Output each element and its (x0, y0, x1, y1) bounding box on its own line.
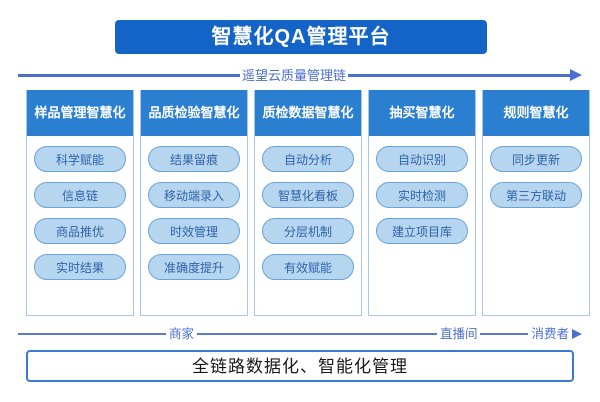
capability-pill[interactable]: 分层机制 (262, 218, 354, 244)
column-body-inspection-data: 自动分析 智慧化看板 分层机制 有效赋能 (255, 136, 361, 315)
chain-arrow-head-icon (570, 69, 583, 81)
column-header-line1: 品质检验 (148, 104, 201, 120)
capability-pill[interactable]: 信息链 (34, 182, 126, 208)
column-header-sample-purchase: 抽买智慧化 (369, 90, 475, 136)
actor-label-merchant: 商家 (169, 326, 195, 341)
actor-flow-arrow: 商家 直播间 消费者 (18, 324, 582, 344)
capability-pill[interactable]: 商品推优 (34, 218, 126, 244)
capability-pill[interactable]: 同步更新 (490, 146, 582, 172)
capability-column-inspection-data: 质检数据 智慧化 自动分析 智慧化看板 分层机制 有效赋能 (254, 90, 362, 316)
capability-column-sample-purchase: 抽买智慧化 自动识别 实时检测 建立项目库 (368, 90, 476, 316)
actor-label-livestream-room: 直播间 (439, 326, 478, 341)
column-header-line1: 质检数据 (262, 104, 315, 120)
column-body-sample-management: 科学赋能 信息链 商品推优 实时结果 (27, 136, 133, 315)
page-title: 智慧化QA管理平台 (211, 26, 391, 48)
column-body-rules: 同步更新 第三方联动 (483, 136, 589, 315)
capability-pill[interactable]: 科学赋能 (34, 146, 126, 172)
actor-arrow-line-3 (480, 333, 529, 335)
actor-arrow-line-2 (197, 333, 437, 335)
capability-columns: 样品管理 智慧化 科学赋能 信息链 商品推优 实时结果 品质检验 智慧化 结果留… (26, 90, 590, 316)
capability-column-quality-inspection: 品质检验 智慧化 结果留痕 移动端录入 时效管理 准确度提升 (140, 90, 248, 316)
capability-pill[interactable]: 建立项目库 (376, 218, 468, 244)
summary-banner: 全链路数据化、智能化管理 (26, 350, 574, 382)
column-header-rules: 规则智慧化 (483, 90, 589, 136)
capability-pill[interactable]: 自动识别 (376, 146, 468, 172)
capability-pill[interactable]: 时效管理 (148, 218, 240, 244)
capability-pill[interactable]: 自动分析 (262, 146, 354, 172)
chain-arrow-label: 遥望云质量管理链 (242, 67, 347, 83)
column-header-line2: 智慧化 (314, 104, 354, 120)
column-body-sample-purchase: 自动识别 实时检测 建立项目库 (369, 136, 475, 315)
column-header-line1: 规则智慧化 (503, 104, 569, 120)
column-header-quality-inspection: 品质检验 智慧化 (141, 90, 247, 136)
column-header-sample-management: 样品管理 智慧化 (27, 90, 133, 136)
capability-pill[interactable]: 结果留痕 (148, 146, 240, 172)
capability-pill[interactable]: 有效赋能 (262, 254, 354, 280)
capability-pill[interactable]: 智慧化看板 (262, 182, 354, 208)
column-header-line2: 智慧化 (200, 104, 240, 120)
capability-pill[interactable]: 第三方联动 (490, 182, 582, 208)
summary-banner-text: 全链路数据化、智能化管理 (192, 356, 408, 376)
chain-arrow-line-right (348, 73, 571, 77)
column-header-line1: 样品管理 (34, 104, 87, 120)
column-header-inspection-data: 质检数据 智慧化 (255, 90, 361, 136)
actor-arrow-line-1 (18, 333, 166, 335)
column-header-line1: 抽买智慧化 (389, 104, 455, 120)
capability-pill[interactable]: 实时检测 (376, 182, 468, 208)
capability-column-rules: 规则智慧化 同步更新 第三方联动 (482, 90, 590, 316)
platform-title-bar: 智慧化QA管理平台 (115, 20, 487, 54)
column-body-quality-inspection: 结果留痕 移动端录入 时效管理 准确度提升 (141, 136, 247, 315)
column-header-line2: 智慧化 (86, 104, 126, 120)
capability-column-sample-management: 样品管理 智慧化 科学赋能 信息链 商品推优 实时结果 (26, 90, 134, 316)
quality-chain-arrow: 遥望云质量管理链 (18, 64, 583, 86)
capability-pill[interactable]: 准确度提升 (148, 254, 240, 280)
chain-arrow-line-left (18, 73, 240, 77)
actor-arrow-head-icon (572, 329, 582, 339)
capability-pill[interactable]: 实时结果 (34, 254, 126, 280)
capability-pill[interactable]: 移动端录入 (148, 182, 240, 208)
actor-label-consumer: 消费者 (531, 326, 569, 341)
